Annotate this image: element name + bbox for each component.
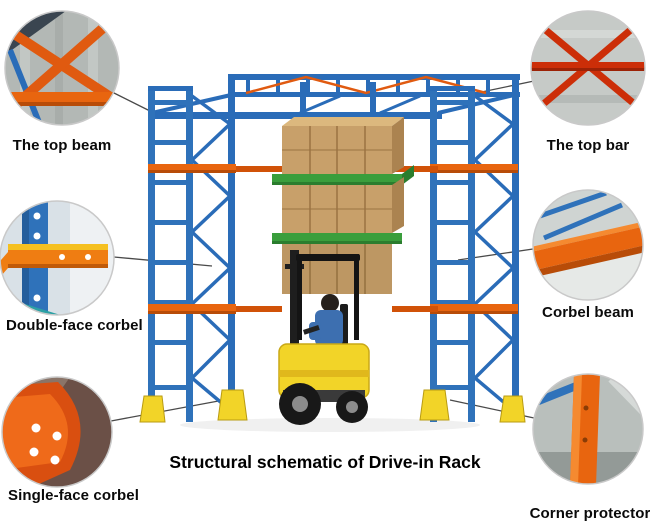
label-single-face-corbel: Single-face corbel (8, 487, 140, 504)
right-upright-frame (430, 80, 519, 422)
double-face-corbel-photo-ring (0, 200, 115, 316)
forklift-mast (290, 250, 299, 396)
single-face-corbel-photo (2, 377, 112, 487)
top-beam-crossbrace-photo (5, 11, 119, 125)
label-top-bar: The top bar (546, 137, 630, 154)
driver-head (321, 294, 339, 312)
middle-back-posts (300, 82, 376, 128)
corner-protectors (139, 389, 526, 423)
single-face-corbel-photo-ring (1, 376, 113, 488)
corbel-rails (148, 164, 518, 314)
top-cross-bracing (245, 75, 487, 95)
top-bar-photo-ring (530, 10, 646, 126)
pallet-stack (272, 117, 414, 294)
corbel-beam-photo-ring (532, 189, 644, 301)
diagram-title: Structural schematic of Drive-in Rack (169, 452, 481, 472)
driver-body (315, 310, 343, 346)
top-beam-photo-ring (4, 10, 120, 126)
double-face-corbel-photo (0, 201, 114, 315)
left-upright-frame (148, 80, 235, 422)
corbel-beam-photo (533, 190, 643, 300)
rack-illustration (139, 74, 526, 432)
label-top-beam: The top beam (12, 137, 112, 154)
label-corbel-beam: Corbel beam (542, 304, 634, 321)
floor-shadow (180, 418, 480, 432)
line-top-beam (111, 91, 153, 113)
corner-protector-photo-ring (532, 373, 644, 485)
label-corner-protector: Corner protector (529, 505, 650, 522)
label-double-face-corbel: Double-face corbel (6, 317, 143, 334)
top-frame-grid (148, 74, 520, 119)
forklift (278, 250, 370, 425)
overhead-guard (296, 254, 360, 261)
top-bar-crossbrace-photo (531, 11, 645, 125)
